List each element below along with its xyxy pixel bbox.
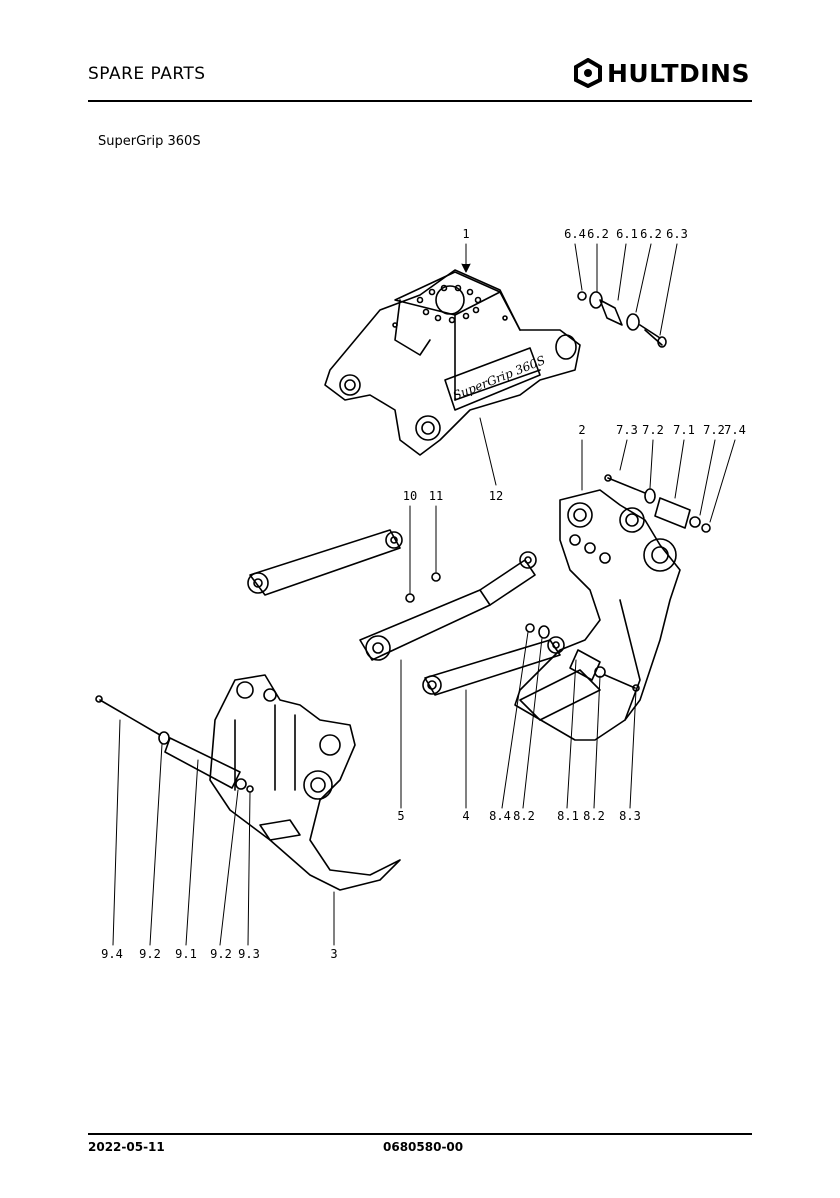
header-divider [88,100,752,102]
callout: 7.1 [673,423,695,437]
callout: 4 [462,809,469,823]
part-1-rotator-bracket: SuperGrip 360S [324,269,581,456]
callout: 7.2 [703,423,725,437]
callout: 9.2 [139,947,161,961]
callout: 7.2 [642,423,664,437]
callout: 10 [403,489,417,503]
callout: 11 [429,489,443,503]
part-5-hydraulic-cylinder [359,551,537,661]
callout: 5 [397,809,404,823]
callout: 8.3 [619,809,641,823]
callout-labels: 1 6.4 6.2 6.1 6.2 6.3 12 2 7.3 7.2 7.1 7… [101,227,746,961]
link-arm-upper [247,529,403,596]
leader-lines [112,243,736,946]
brand-name: HULTDINS [606,58,750,88]
callout: 9.3 [238,947,260,961]
callout: 7.3 [616,423,638,437]
footer-doc-number: 0680580-00 [383,1140,464,1154]
callout: 7.4 [724,423,746,437]
callout: 6.4 [564,227,586,241]
product-title: SuperGrip 360S [98,134,201,149]
callout: 9.1 [175,947,197,961]
callout: 8.2 [513,809,535,823]
callout: 6.2 [587,227,609,241]
part-2-grapple-arm [514,489,681,741]
part-3-grapple-arm [209,674,401,891]
callout: 6.3 [666,227,688,241]
footer-date: 2022-05-11 [88,1140,165,1154]
part-6-pin-set [577,291,667,348]
callout: 8.1 [557,809,579,823]
part-8-pin-set [525,623,640,692]
page-section-title: SPARE PARTS [88,64,206,84]
callout: 12 [489,489,503,503]
footer-divider [88,1133,752,1135]
callout: 8.4 [489,809,511,823]
callout: 8.2 [583,809,605,823]
callout: 9.2 [210,947,232,961]
callout: 6.2 [640,227,662,241]
hultdins-logo-icon [573,58,602,88]
callout: 3 [330,947,337,961]
callout: 2 [578,423,585,437]
callout: 6.1 [616,227,638,241]
callout: 1 [462,227,469,241]
callout: 9.4 [101,947,123,961]
brand-logo: HULTDINS [573,58,750,88]
part-4-link-arm [422,636,565,696]
part-7-pin-set [604,474,711,533]
part-9-pin-set [95,695,254,793]
